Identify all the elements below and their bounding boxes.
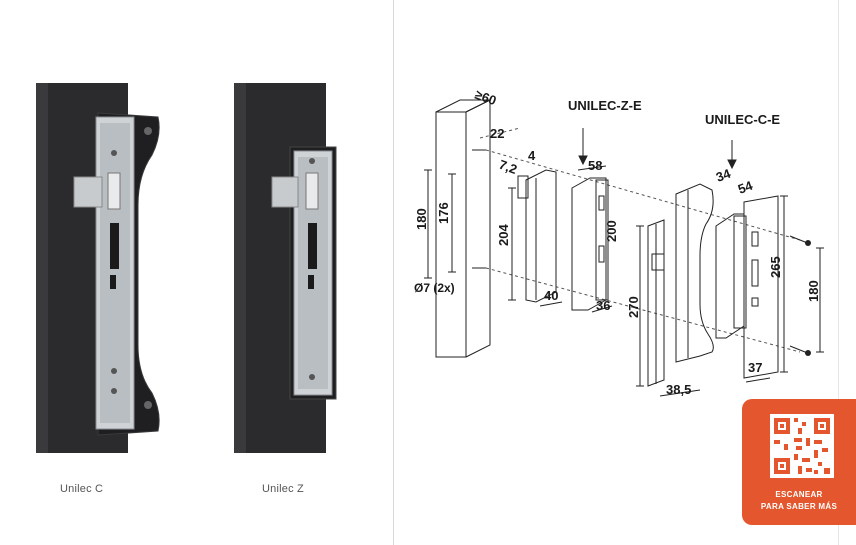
technical-diagram: UNILEC-Z-E UNILEC-C-E ≥60 22 4 58 7,2 34… [414,87,824,397]
dim-40: 40 [544,288,558,303]
unilec-c-image [36,83,160,453]
dim-270: 270 [626,296,641,318]
unilec-z-image [234,83,337,453]
model-unilec-c-e: UNILEC-C-E [705,112,780,127]
qr-text-line2: PARA SABER MÁS [760,502,838,511]
dim-hole: Ø7 (2x) [414,281,455,295]
dim-22: 22 [490,126,504,141]
dim-4: 4 [528,148,536,163]
caption-unilec-c: Unilec C [60,483,104,495]
model-unilec-z-e: UNILEC-Z-E [568,98,642,113]
dim-36: 36 [596,298,610,313]
dim-176: 176 [436,202,451,224]
right-border [838,0,839,545]
qr-text-line1: ESCANEAR [775,490,823,499]
caption-unilec-z: Unilec Z [262,483,304,495]
qr-badge[interactable]: ESCANEAR PARA SABER MÁS [742,399,856,525]
product-unilec-c: Unilec C [30,75,170,495]
dim-7-2: 7,2 [497,157,519,177]
divider [393,0,394,545]
dim-38-5: 38,5 [666,382,691,397]
dim-37: 37 [748,360,762,375]
dim-265: 265 [768,256,783,278]
dim-34: 34 [714,166,733,185]
dim-204: 204 [496,224,511,246]
dim-180-right: 180 [806,280,821,302]
qr-code-icon[interactable] [770,414,834,478]
dim-200: 200 [604,220,619,242]
dim-58: 58 [588,158,602,173]
dim-post-min: ≥60 [473,87,498,108]
product-unilec-z: Unilec Z [228,75,348,495]
dim-54: 54 [736,178,755,197]
dim-180-left: 180 [414,208,429,230]
